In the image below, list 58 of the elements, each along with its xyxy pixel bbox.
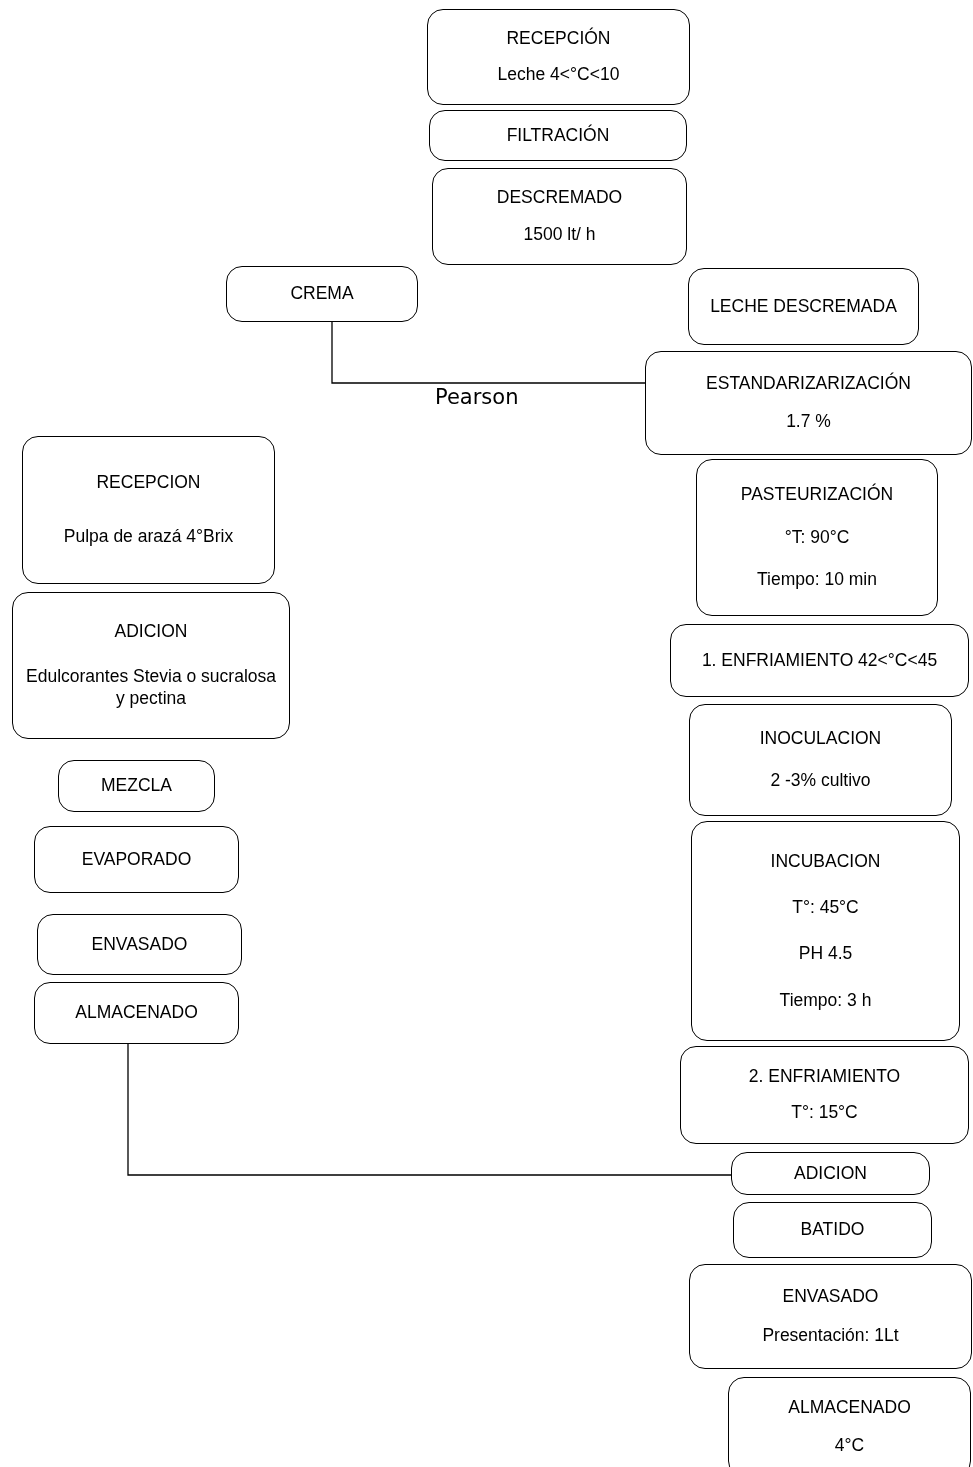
process-box [728, 1377, 971, 1467]
step-title: DESCREMADO [496, 187, 623, 210]
step-title: INCUBACION [770, 850, 881, 873]
process-box [689, 704, 952, 816]
process-box [427, 9, 690, 105]
step-detail: 4°C [834, 1434, 865, 1457]
step-detail: PH 4.5 [798, 943, 853, 966]
step-detail: °T: 90°C [784, 526, 850, 549]
step-title: ADICION [114, 620, 188, 643]
step-title: INOCULACION [759, 728, 882, 751]
process-box [432, 168, 687, 265]
connector-line [127, 1043, 732, 1176]
process-box [226, 266, 418, 322]
process-box [731, 1152, 930, 1195]
process-box [34, 826, 239, 893]
step-detail: T°: 15°C [791, 1102, 858, 1125]
step-detail: T°: 45°C [792, 896, 859, 919]
process-box [691, 821, 960, 1041]
step-title: ESTANDARIZARIZACIÓN [706, 372, 911, 395]
process-box [429, 110, 687, 161]
process-box [58, 760, 215, 812]
connector-line [331, 321, 646, 384]
step-title: CREMA [290, 283, 354, 305]
process-box [733, 1202, 932, 1258]
step-title: 1. ENFRIAMIENTO 42<°C<45 [701, 649, 938, 672]
step-title: BATIDO [800, 1219, 865, 1241]
process-box [12, 592, 290, 739]
step-detail: Tiempo: 10 min [757, 568, 877, 591]
step-detail: Presentación: 1Lt [762, 1325, 899, 1347]
step-title: ALMACENADO [75, 1002, 198, 1024]
step-title: RECEPCION [96, 472, 201, 495]
step-title: ENVASADO [91, 933, 188, 956]
step-title: MEZCLA [101, 775, 172, 797]
step-title: ADICION [794, 1162, 867, 1185]
step-title: FILTRACIÓN [506, 124, 610, 147]
step-title: ALMACENADO [788, 1397, 911, 1420]
process-box [688, 268, 919, 345]
process-box [689, 1264, 972, 1369]
step-detail: 1.7 % [786, 411, 831, 434]
process-box [645, 351, 972, 455]
process-box [670, 624, 969, 697]
step-detail: Tiempo: 3 h [779, 989, 872, 1012]
step-detail: Edulcorantes Stevia o sucralosa y pectina [25, 666, 277, 711]
process-box [696, 459, 938, 616]
step-title: LECHE DESCREMADA [710, 295, 897, 318]
step-detail: 1500 lt/ h [523, 223, 596, 246]
process-box [680, 1046, 969, 1144]
process-box [37, 914, 242, 975]
step-title: EVAPORADO [81, 848, 192, 871]
step-title: PASTEURIZACIÓN [740, 484, 894, 507]
step-title: 2. ENFRIAMIENTO [748, 1065, 901, 1088]
process-box [22, 436, 275, 584]
step-detail: Leche 4<°C<10 [497, 64, 620, 86]
step-detail: 2 -3% cultivo [770, 769, 871, 792]
process-box [34, 982, 239, 1044]
step-title: RECEPCIÓN [506, 28, 611, 50]
step-detail: Pulpa de arazá 4°Brix [63, 525, 234, 548]
step-title: ENVASADO [782, 1286, 879, 1308]
